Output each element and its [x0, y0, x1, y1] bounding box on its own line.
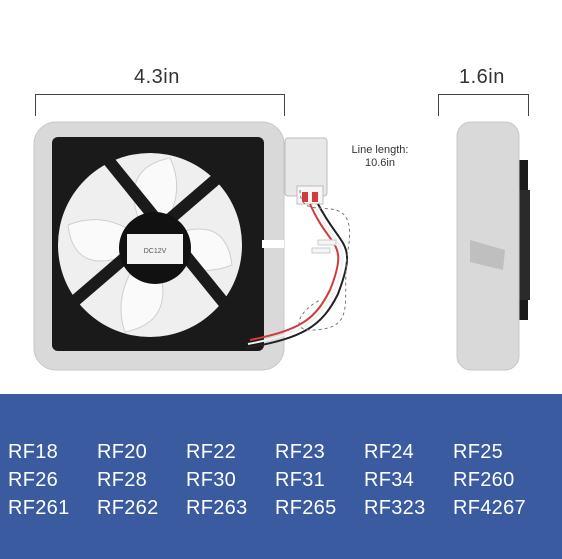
depth-dimension-tick-right: [528, 94, 529, 116]
model-item: RF263: [186, 497, 248, 519]
model-item: RF323: [364, 497, 426, 519]
model-item: RF30: [186, 469, 237, 491]
model-item: RF20: [97, 441, 148, 463]
model-item: RF26: [8, 469, 59, 491]
fan-label-sticker: [127, 234, 183, 264]
model-item: RF22: [186, 441, 237, 463]
model-item: RF4267: [453, 497, 526, 519]
compatible-models-banner: [0, 394, 562, 559]
model-item: RF260: [453, 469, 515, 491]
model-item: RF265: [275, 497, 337, 519]
model-item: RF34: [364, 469, 415, 491]
width-dimension-tick-left: [35, 94, 36, 116]
compatible-models-grid: RF18 RF20 RF22 RF23 RF24 RF25 RF26 RF28 …: [8, 440, 556, 520]
line-length-caption: Line length:: [351, 144, 409, 156]
fan-side-view: [456, 121, 530, 371]
line-length-label: Line length: 10.6in: [340, 144, 420, 170]
wire-length-outline: [298, 189, 351, 331]
model-item: RF262: [97, 497, 159, 519]
depth-dimension-line: [438, 94, 529, 95]
width-dimension-tick-right: [284, 94, 285, 116]
product-photo-area: 4.3in 1.6in Line length: 10.6in DC12V: [33, 66, 530, 371]
width-dimension-line: [35, 94, 285, 95]
model-item: RF24: [364, 441, 415, 463]
model-item: RF25: [453, 441, 504, 463]
fan-front-view: DC12V: [33, 121, 351, 371]
wire-bundle: [249, 203, 340, 341]
width-dimension-label: 4.3in: [134, 66, 180, 88]
depth-dimension-tick-left: [438, 94, 439, 116]
model-item: RF31: [275, 469, 326, 491]
model-item: RF28: [97, 469, 148, 491]
model-item: RF18: [8, 441, 59, 463]
model-item: RF261: [8, 497, 70, 519]
fan-label-text: DC12V: [144, 248, 167, 255]
line-length-value: 10.6in: [365, 157, 395, 169]
model-item: RF23: [275, 441, 326, 463]
depth-dimension-label: 1.6in: [459, 66, 505, 88]
